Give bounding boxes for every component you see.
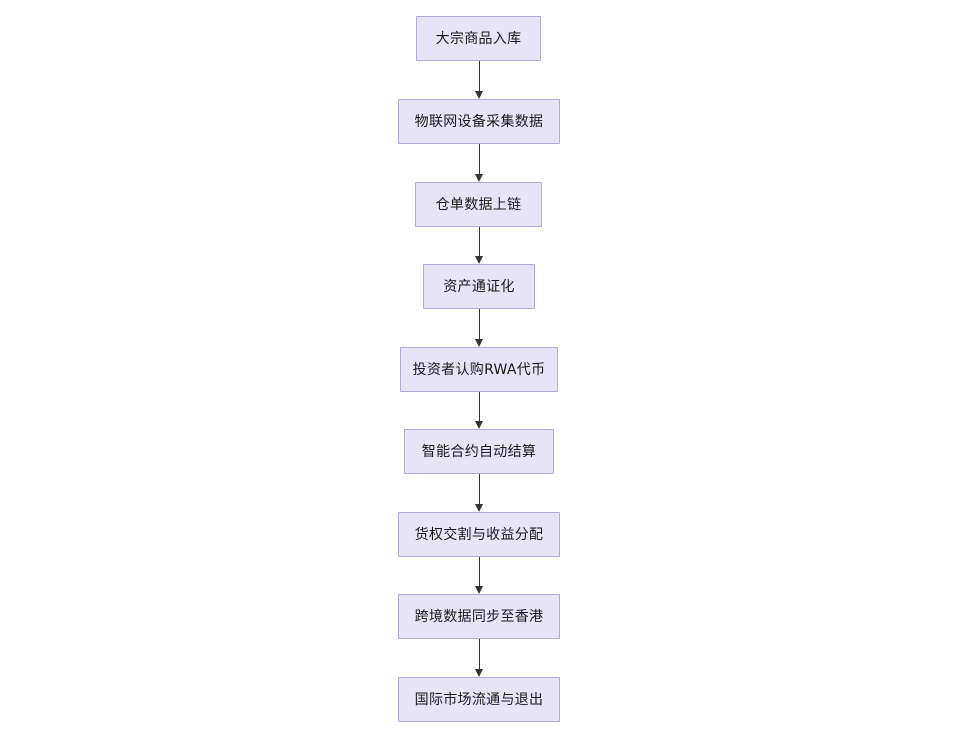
flow-node-n1[interactable]: 大宗商品入库 bbox=[416, 16, 541, 61]
edge-line bbox=[479, 474, 480, 505]
flow-node-label: 大宗商品入库 bbox=[435, 30, 522, 47]
flow-node-label: 跨境数据同步至香港 bbox=[414, 608, 544, 625]
edge-line bbox=[479, 227, 480, 257]
flow-node-label: 资产通证化 bbox=[443, 278, 515, 295]
edge-line bbox=[479, 144, 480, 175]
arrow-down-icon bbox=[475, 174, 483, 182]
flow-node-n6[interactable]: 智能合约自动结算 bbox=[404, 429, 554, 474]
arrow-down-icon bbox=[475, 586, 483, 594]
edge-line bbox=[479, 309, 480, 340]
arrow-down-icon bbox=[475, 256, 483, 264]
flow-node-label: 货权交割与收益分配 bbox=[414, 526, 544, 543]
flow-node-n4[interactable]: 资产通证化 bbox=[423, 264, 535, 309]
flow-node-label: 智能合约自动结算 bbox=[421, 443, 537, 460]
flow-node-n7[interactable]: 货权交割与收益分配 bbox=[398, 512, 560, 557]
flow-node-label: 投资者认购RWA代币 bbox=[412, 361, 546, 378]
flow-node-n2[interactable]: 物联网设备采集数据 bbox=[398, 99, 560, 144]
flow-node-n9[interactable]: 国际市场流通与退出 bbox=[398, 677, 560, 722]
edge-line bbox=[479, 392, 480, 422]
flow-node-n8[interactable]: 跨境数据同步至香港 bbox=[398, 594, 560, 639]
flow-node-label: 物联网设备采集数据 bbox=[414, 113, 544, 130]
edge-line bbox=[479, 61, 480, 92]
arrow-down-icon bbox=[475, 504, 483, 512]
edge-line bbox=[479, 639, 480, 670]
flow-node-n3[interactable]: 仓单数据上链 bbox=[415, 182, 542, 227]
arrow-down-icon bbox=[475, 669, 483, 677]
flow-node-label: 国际市场流通与退出 bbox=[414, 691, 544, 708]
edge-line bbox=[479, 557, 480, 587]
arrow-down-icon bbox=[475, 339, 483, 347]
arrow-down-icon bbox=[475, 91, 483, 99]
arrow-down-icon bbox=[475, 421, 483, 429]
flow-node-n5[interactable]: 投资者认购RWA代币 bbox=[400, 347, 558, 392]
flow-node-label: 仓单数据上链 bbox=[435, 196, 522, 213]
